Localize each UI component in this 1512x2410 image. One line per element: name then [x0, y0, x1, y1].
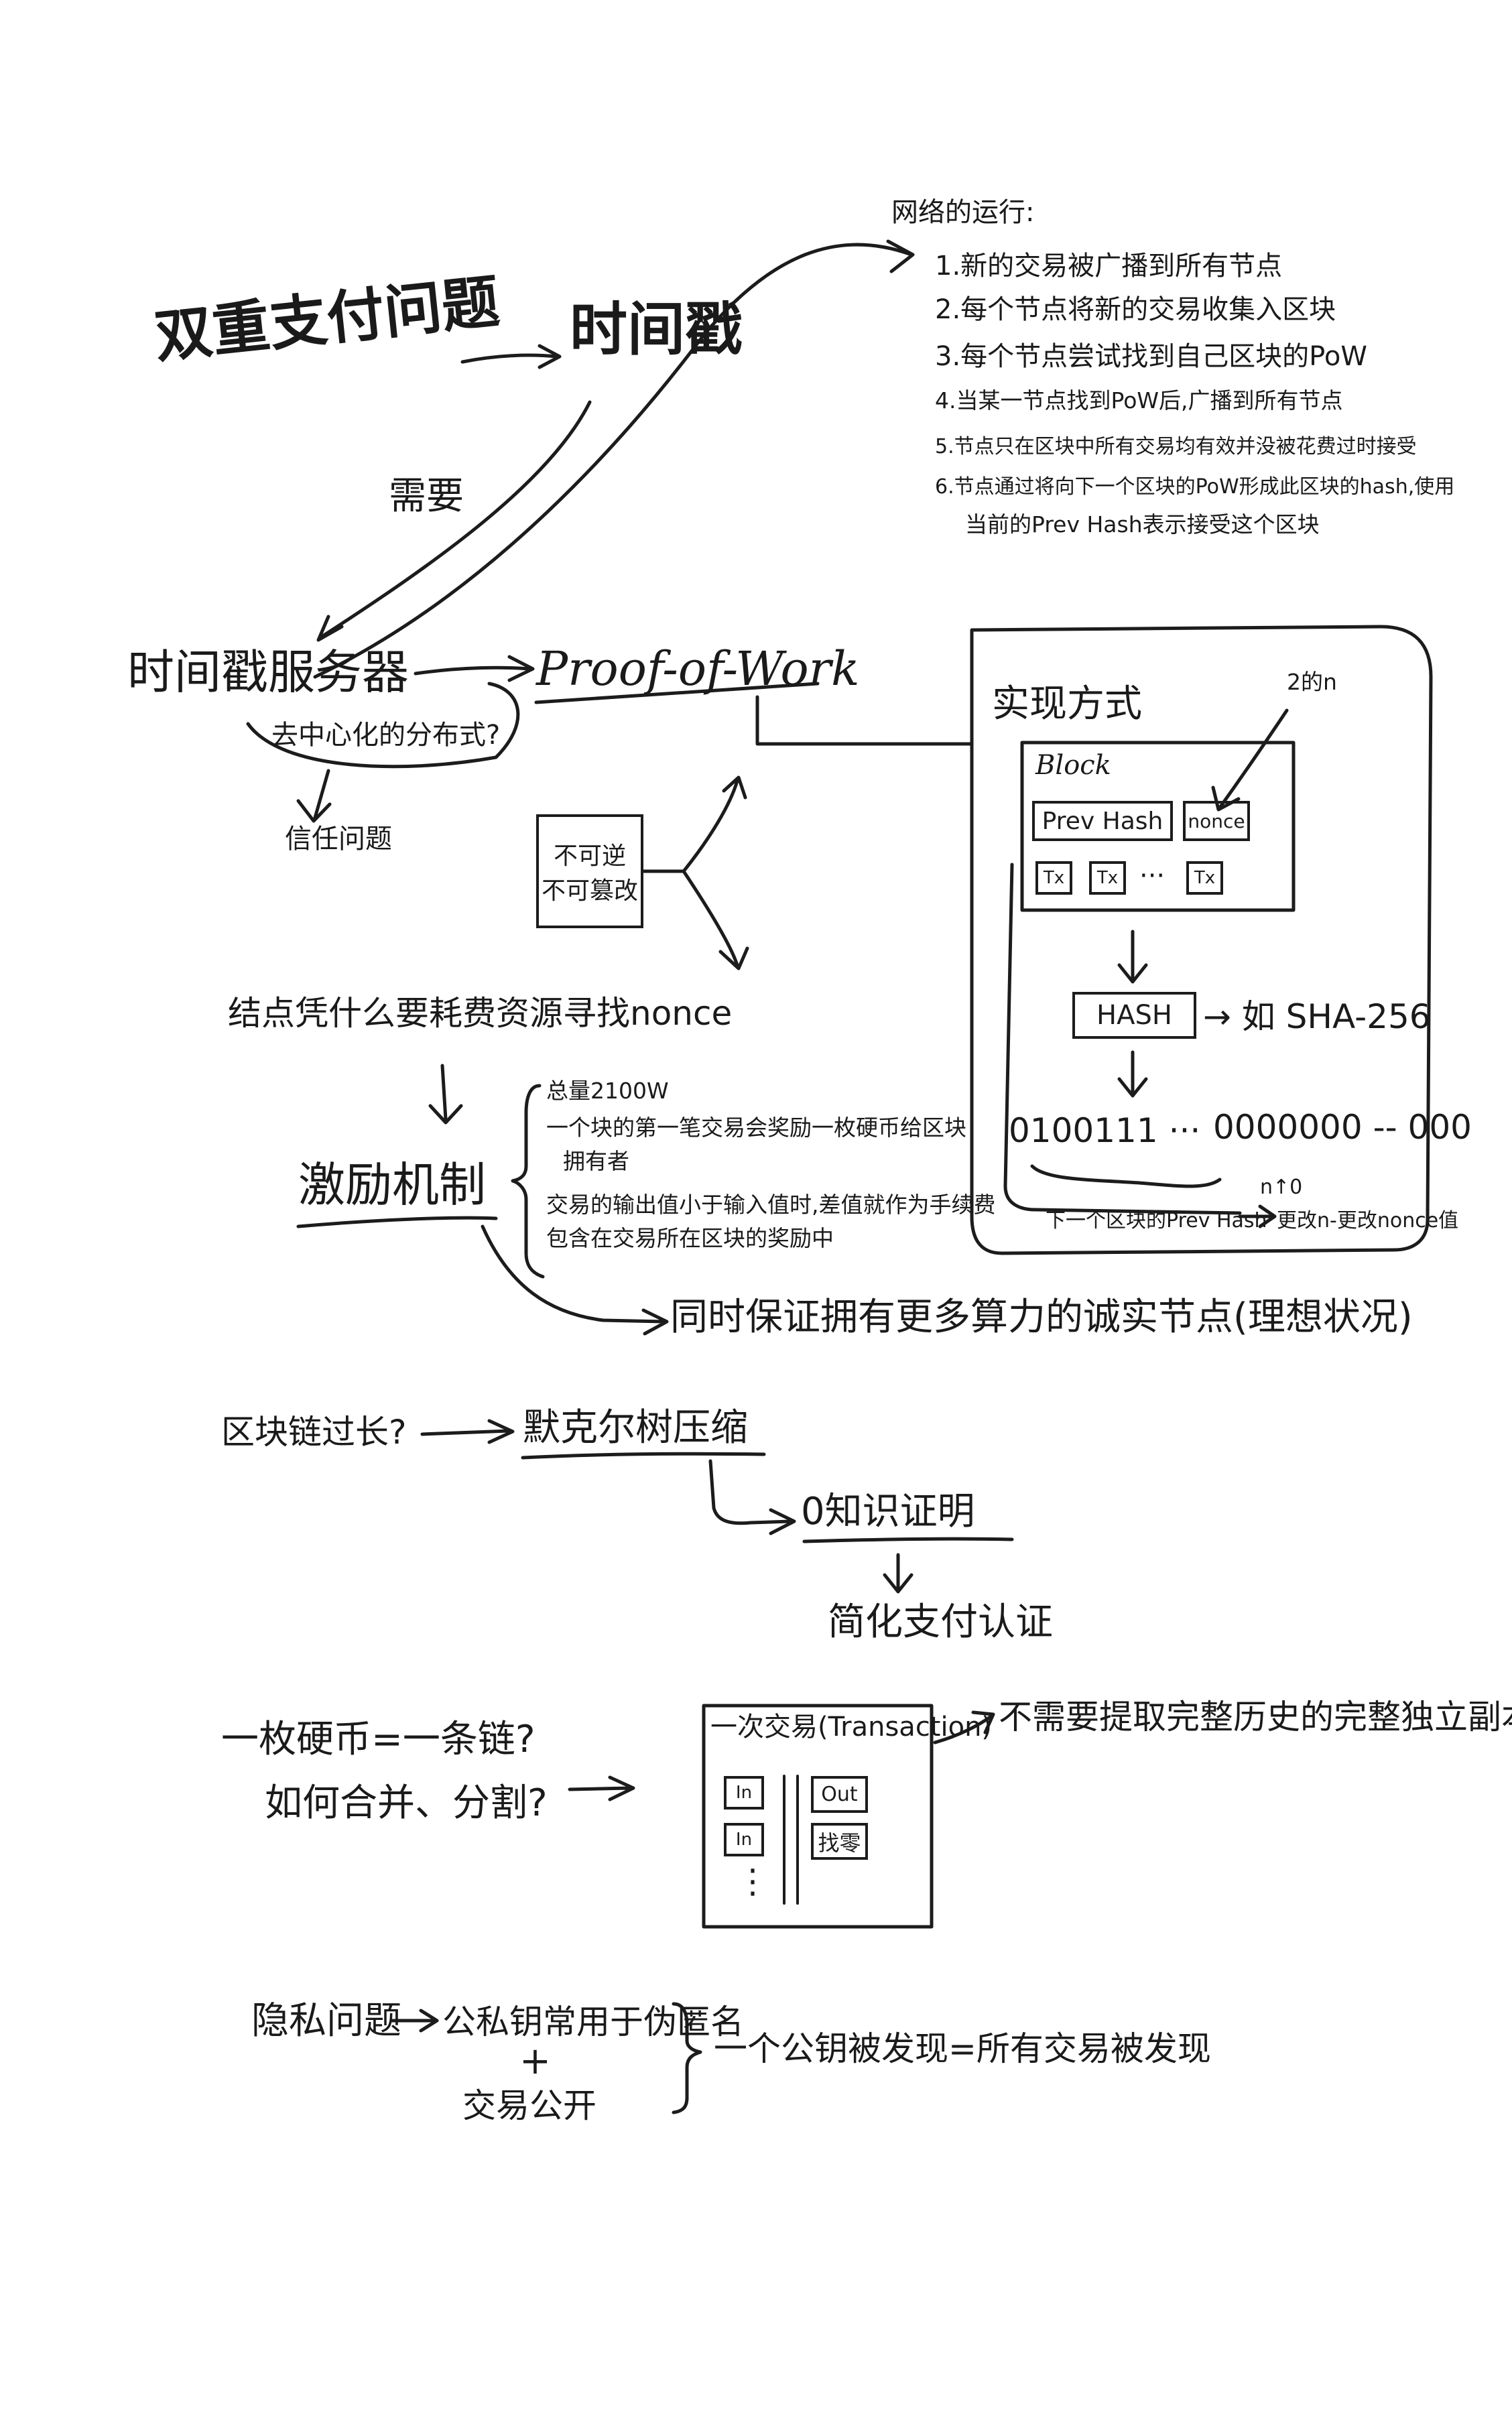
tx-title: 一次交易(Transaction) [710, 1712, 993, 1742]
tx-in-2: In [724, 1823, 764, 1856]
arrow-tx-to-note [933, 1710, 995, 1745]
nonce-change-label: 更改n-更改nonce值 [1277, 1209, 1459, 1232]
arrow-zkp-to-spv [883, 1553, 914, 1594]
network-step-4: 4.当某一节点找到PoW后,广播到所有节点 [935, 387, 1343, 414]
irreversible-text: 不可逆 [553, 842, 626, 870]
incentive-question: 结点凭什么要耗费资源寻找nonce [228, 994, 733, 1033]
arrow-hash-to-bits [1117, 1050, 1148, 1098]
incentive-result: 同时保证拥有更多算力的诚实节点(理想状况) [670, 1295, 1413, 1339]
impl-title: 实现方式 [992, 682, 1142, 726]
pow-underline [534, 682, 820, 704]
nonce-note-arrow [1211, 708, 1289, 812]
incentive-brace [511, 1084, 545, 1279]
tx-in-1: In [724, 1776, 764, 1810]
merkle-underline [521, 1452, 766, 1460]
incentive-underline [296, 1216, 498, 1228]
prev-hash-box: Prev Hash [1032, 801, 1173, 841]
impl-frame [970, 625, 1433, 1255]
need-label: 需要 [389, 474, 464, 518]
trust-problem-label: 信任问题 [285, 824, 392, 854]
hash-box: HASH [1072, 992, 1196, 1039]
fork-arrows [641, 775, 749, 970]
zkp-label: 0知识证明 [801, 1490, 975, 1533]
oval-decentralize [246, 682, 520, 769]
network-step-6: 6.节点通过将向下一个区块的PoW形成此区块的hash,使用 [935, 475, 1455, 499]
merkle-label: 默克尔树压缩 [523, 1406, 748, 1450]
next-prev-hash-label: 下一个区块的Prev Hash [1046, 1209, 1267, 1232]
incentive-point-1: 总量2100W [546, 1078, 669, 1104]
bits-right: 0000000 -- 000 [1213, 1108, 1472, 1147]
arrow-question-to-incentive [428, 1064, 463, 1125]
incentive-point-4: 交易的输出值小于输入值时,差值就作为手续费 [546, 1192, 996, 1218]
privacy-brace [672, 2002, 702, 2114]
arrow-merkle-to-zkp [708, 1459, 796, 1535]
network-title: 网络的运行: [891, 197, 1035, 228]
tx-box-1: Tx [1035, 861, 1072, 895]
zkp-underline [802, 1537, 1014, 1543]
arrow-double-spend-to-timestamp [460, 344, 562, 369]
coin-question-2: 如何合并、分割? [265, 1781, 548, 1825]
coin-question-1: 一枚硬币=一条链? [221, 1718, 536, 1761]
arrow-nonce-change [1238, 1204, 1277, 1228]
tx-in-dots: ⋮ [736, 1862, 769, 1901]
pow-label: Proof-of-Work [536, 641, 860, 696]
bits-left: 0100111 ··· [1009, 1111, 1201, 1150]
arrow-need [316, 400, 592, 642]
no-need-note: 不需要提取完整历史的完整独立副本 [999, 1698, 1512, 1736]
arrow-coin-to-tx [568, 1775, 635, 1801]
timestamp-label: 时间戳 [570, 296, 743, 363]
network-step-3: 3.每个节点尝试找到自己区块的PoW [935, 341, 1367, 372]
arrow-chain-to-merkle [420, 1419, 515, 1444]
tx-out-box: Out [811, 1776, 868, 1813]
incentive-point-2: 一个块的第一笔交易会奖励一枚硬币给区块 [546, 1115, 966, 1141]
arrow-server-to-pow [414, 655, 535, 682]
chain-question: 区块链过长? [221, 1413, 407, 1452]
network-step-1: 1.新的交易被广播到所有节点 [935, 251, 1283, 281]
arrow-block-to-hash [1117, 930, 1148, 984]
tx-ellipsis: ··· [1139, 861, 1166, 891]
arrow-privacy-to-keys [390, 2009, 439, 2033]
privacy-title: 隐私问题 [251, 1999, 401, 2043]
tx-box-3: Tx [1186, 861, 1223, 895]
incentive-title: 激励机制 [298, 1157, 486, 1212]
irreversible-box: 不可逆 不可篡改 [536, 814, 643, 928]
n-up-label: n↑0 [1260, 1176, 1303, 1199]
incentive-point-3: 拥有者 [563, 1148, 629, 1174]
arrow-server-to-network [313, 239, 915, 679]
privacy-plus: + [519, 2039, 551, 2083]
privacy-result: 一个公钥被发现=所有交易被发现 [714, 2029, 1211, 2068]
nonce-box: nonce [1183, 801, 1250, 841]
block-box [1020, 741, 1296, 912]
tx-box-2: Tx [1089, 861, 1126, 895]
spv-label: 简化支付认证 [828, 1600, 1053, 1644]
network-step-5: 5.节点只在区块中所有交易均有效并没被花费过时接受 [935, 435, 1417, 458]
privacy-public: 交易公开 [462, 2086, 596, 2125]
arrow-to-trust [296, 769, 332, 823]
timestamp-server-label: 时间戳服务器 [127, 645, 409, 700]
block-label: Block [1035, 750, 1111, 781]
incentive-point-5: 包含在交易所在区块的奖励中 [546, 1225, 834, 1251]
bits-brace [1030, 1164, 1222, 1188]
decentralize-label: 去中心化的分布式? [271, 720, 501, 751]
pow-to-impl [755, 695, 974, 746]
nonce-note: 2的n [1287, 669, 1337, 695]
tamperproof-text: 不可篡改 [541, 877, 638, 905]
tx-change-box: 找零 [811, 1823, 868, 1860]
network-step-2: 2.每个节点将新的交易收集入区块 [935, 294, 1336, 325]
network-step-6-cont: 当前的Prev Hash表示接受这个区块 [965, 511, 1320, 537]
sha-label: → 如 SHA-256 [1203, 997, 1431, 1036]
tx-box [702, 1704, 934, 1929]
block-to-bits-line [1003, 863, 1242, 1215]
arrow-incentive-to-result [481, 1224, 669, 1336]
tx-inner-divider [783, 1775, 799, 1905]
privacy-keys: 公私钥常用于伪匿名 [442, 2003, 744, 2041]
